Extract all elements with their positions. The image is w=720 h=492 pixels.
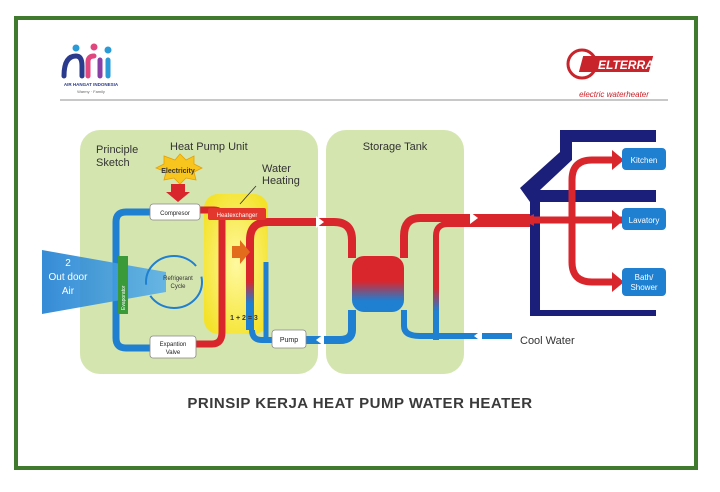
- air-hangat-logo-icon: [61, 43, 112, 79]
- tank-riser-pipe: [433, 221, 530, 340]
- inlet-arrow-icon: [522, 214, 534, 226]
- valve-label: Valve: [166, 350, 181, 356]
- cold-return-pipe: [300, 310, 356, 344]
- principle-label: Principle: [96, 144, 138, 156]
- hot-outlet-pipe: [400, 214, 530, 258]
- diagram-caption: PRINSIP KERJA HEAT PUMP WATER HEATER: [187, 395, 533, 412]
- expansion-label: Expantion: [160, 342, 187, 348]
- flow-arrow-icon: [470, 212, 478, 224]
- pump-box: [271, 329, 307, 349]
- bath-branch-pipe: [568, 220, 612, 286]
- pump-label: Pump: [280, 337, 298, 344]
- flow-arrow-icon: [316, 216, 324, 228]
- logo-left-subtitle: Warmy · Family: [77, 89, 105, 94]
- electricity-burst-icon: [155, 153, 203, 185]
- bath-arrow-icon: [612, 272, 624, 292]
- evaporator: [118, 256, 128, 314]
- heat-transfer-arrow-icon: [232, 240, 250, 264]
- pump-outlet-pipe: [249, 329, 272, 343]
- cool-water-label: Cool Water: [520, 335, 575, 347]
- heat-pump-unit-label: Heat Pump Unit: [170, 141, 248, 153]
- kitchen-branch-pipe: [568, 156, 612, 220]
- logo-right-subtitle: electric waterheater: [579, 90, 649, 99]
- storage-tank: [352, 256, 404, 312]
- outdoor-air-label: Air: [62, 286, 75, 297]
- compressor-box: [149, 203, 201, 221]
- heatexchanger-tag: [208, 208, 266, 220]
- bath-box: [622, 268, 666, 296]
- elterra-brand-text: ELTERRA: [598, 58, 654, 72]
- storage-tank-panel: [326, 130, 464, 374]
- kitchen-arrow-icon: [612, 150, 624, 170]
- compressor-label: Compresor: [160, 211, 190, 217]
- evaporator-label: Evaporator: [121, 285, 127, 310]
- lavatory-arrow-icon: [612, 210, 624, 230]
- logo-left-title: AIR HANGAT INDONESIA: [63, 82, 119, 87]
- elterra-logo: ELTERRA electric waterheater: [564, 38, 664, 104]
- flow-arrow-icon: [316, 334, 324, 346]
- tank-cold-outlet: [401, 310, 436, 339]
- refrigerant-label: Refrigerant: [163, 276, 193, 282]
- kitchen-box: [622, 148, 666, 170]
- bath-label: Bath/: [635, 273, 654, 282]
- sketch-label: Sketch: [96, 157, 130, 169]
- heating-label: Heating: [262, 175, 300, 187]
- outdoor-label: Out door: [49, 272, 89, 283]
- electricity-arrow-icon: [166, 184, 190, 202]
- house-floor: [530, 310, 656, 316]
- storage-tank-label: Storage Tank: [363, 141, 428, 153]
- air-hangat-logo: AIR HANGAT INDONESIA Warmy · Family: [46, 38, 136, 104]
- water-heating-pointer: [239, 185, 257, 205]
- lavatory-label: Lavatory: [629, 216, 660, 225]
- kitchen-label: Kitchen: [631, 156, 658, 165]
- hot-supply-pipe: [300, 218, 356, 258]
- refrigerant-cycle-icon: [145, 255, 203, 309]
- water-label: Water: [262, 163, 291, 175]
- outdoor-air-flow: [42, 250, 166, 314]
- expansion-valve-box: [149, 335, 197, 359]
- house-wall: [530, 190, 540, 310]
- header-divider: [60, 99, 668, 101]
- shower-label: Shower: [630, 283, 657, 292]
- electricity-label: Electricity: [161, 168, 195, 175]
- heatexchanger-label: Heatexchanger: [217, 213, 258, 219]
- energy-equation: 1 + 2 = 3: [230, 315, 258, 322]
- water-riser-pipe: [246, 218, 300, 330]
- lavatory-box: [622, 208, 666, 230]
- cycle-label: Cycle: [170, 284, 186, 290]
- elterra-logo-icon: ELTERRA: [566, 48, 654, 80]
- flow-arrow-icon: [474, 330, 482, 342]
- outdoor-number: 2: [65, 258, 71, 269]
